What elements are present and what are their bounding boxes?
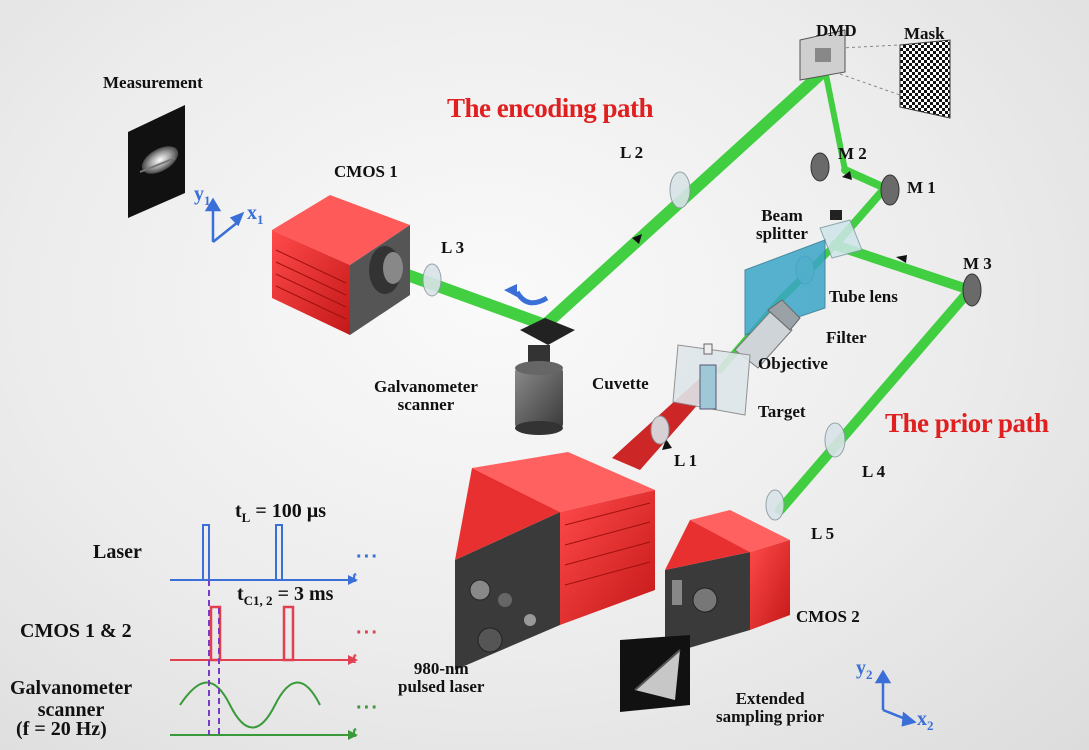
label-filter: Filter xyxy=(826,328,867,347)
label-l3: L 3 xyxy=(441,238,465,257)
laser-t-axis: t xyxy=(352,569,357,586)
cmos-ellipsis: ··· xyxy=(356,622,379,644)
objective-lens xyxy=(734,299,801,369)
label-m2: M 2 xyxy=(838,144,867,163)
label-m3: M 3 xyxy=(963,254,992,273)
galvo-ellipsis: ··· xyxy=(356,697,379,719)
tc-label: tC1, 2 = 3 ms xyxy=(237,583,334,608)
label-cmos1: CMOS 1 xyxy=(334,162,398,181)
axes1-arrows xyxy=(204,197,245,243)
label-measurement: Measurement xyxy=(103,73,203,92)
axes2-arrows xyxy=(874,669,917,727)
label-l5: L 5 xyxy=(811,524,835,543)
timing-cmos-label: CMOS 1 & 2 xyxy=(20,620,132,642)
cmos-t-axis: t xyxy=(352,650,357,667)
axis-x1: x1 xyxy=(247,202,264,227)
axis-x2: x2 xyxy=(917,708,934,733)
label-l4: L 4 xyxy=(862,462,886,481)
cmos2-camera xyxy=(665,510,790,655)
label-cuvette: Cuvette xyxy=(592,374,649,393)
label-cmos2: CMOS 2 xyxy=(796,607,860,626)
measurement-image xyxy=(128,105,185,218)
cuvette-target xyxy=(672,343,751,416)
prior-image xyxy=(620,635,690,712)
galvo-t-axis: t xyxy=(352,724,357,741)
label-l1: L 1 xyxy=(674,451,698,470)
mirror xyxy=(810,152,982,307)
label-l2: L 2 xyxy=(620,143,644,162)
dmd-device xyxy=(799,29,846,81)
label-m1: M 1 xyxy=(907,178,936,197)
prior-path-title: The prior path xyxy=(885,408,1049,438)
timing-diagram xyxy=(170,524,358,740)
timing-laser-label: Laser xyxy=(93,541,142,563)
laser-ellipsis: ··· xyxy=(356,546,379,568)
mask-image xyxy=(839,39,951,119)
encoding-path-title: The encoding path xyxy=(447,93,654,123)
label-objective: Objective xyxy=(758,354,828,373)
pulsed-laser xyxy=(455,452,655,670)
label-target: Target xyxy=(758,402,806,421)
label-tube-lens: Tube lens xyxy=(829,287,898,306)
filter-plate xyxy=(744,239,826,336)
beam-splitter xyxy=(819,210,863,259)
label-mask: Mask xyxy=(904,24,945,43)
galvanometer-scanner xyxy=(504,284,575,435)
label-dmd: DMD xyxy=(816,21,857,40)
tl-label: tL = 100 µs xyxy=(235,500,327,525)
cmos1-camera xyxy=(272,195,410,335)
timing-freq-label: (f = 20 Hz) xyxy=(16,718,107,740)
axis-y1: y1 xyxy=(194,183,211,208)
beam-arrow xyxy=(632,171,907,450)
axis-y2: y2 xyxy=(856,657,873,682)
